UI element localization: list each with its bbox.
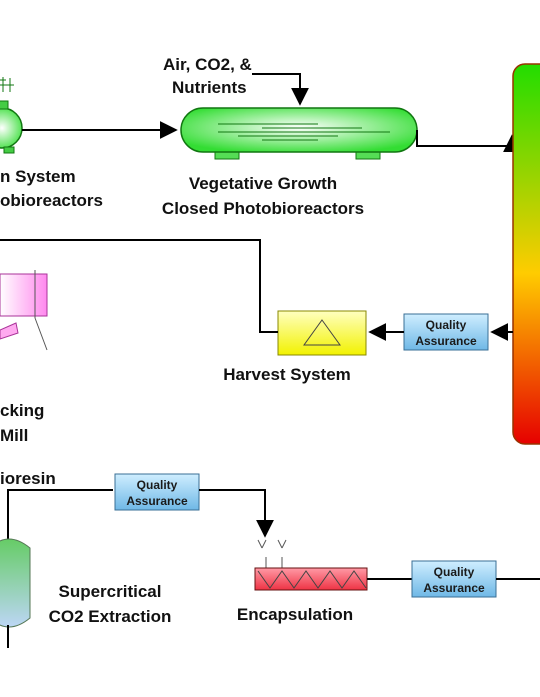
veg-growth-label-line2: Closed Photobioreactors [162, 199, 364, 218]
qa-extraction-line2: Assurance [126, 494, 188, 508]
extraction-label-line2: CO2 Extraction [49, 607, 172, 626]
inputs-label-line2: Nutrients [172, 78, 247, 97]
veg-growth-label-line1: Vegetative Growth [189, 174, 337, 193]
flow-line-extraction-to-qa [7, 489, 113, 540]
quality-assurance-box-extraction: Quality Assurance [114, 473, 200, 511]
left-photobioreactor [0, 77, 23, 154]
left-system-label-line1: n System [0, 167, 76, 186]
extraction-label-line1: Supercritical [59, 582, 162, 601]
qa-harvest-line2: Assurance [415, 334, 477, 348]
qa-harvest-line1: Quality [426, 318, 467, 332]
quality-assurance-box-encapsulation: Quality Assurance [411, 560, 497, 598]
flow-arrow-inputs [252, 73, 309, 106]
qa-extraction-line1: Quality [137, 478, 178, 492]
cracking-mill [0, 270, 48, 351]
co2-extraction-vessel [0, 538, 31, 648]
cracking-label-line2: Mill [0, 426, 28, 445]
growth-tower [512, 63, 540, 445]
quality-assurance-box-harvest: Quality Assurance [403, 313, 489, 351]
encapsulation-extruder [254, 539, 368, 591]
qa-encapsulation-line1: Quality [434, 565, 475, 579]
harvest-label: Harvest System [223, 365, 351, 384]
flow-arrow-to-tower [416, 130, 521, 153]
cracking-label-line1: cking [0, 401, 44, 420]
encapsulation-label: Encapsulation [237, 605, 353, 624]
qa-encapsulation-line2: Assurance [423, 581, 485, 595]
harvest-system [277, 310, 367, 356]
bioresin-label: ioresin [0, 469, 56, 488]
left-system-label-line2: obioreactors [0, 191, 103, 210]
flow-line-harvest-to-mill [0, 239, 278, 333]
vegetative-photobioreactor [180, 107, 418, 160]
flow-arrow-qa-to-encapsulation [199, 489, 274, 538]
inputs-label-line1: Air, CO2, & [163, 55, 252, 74]
